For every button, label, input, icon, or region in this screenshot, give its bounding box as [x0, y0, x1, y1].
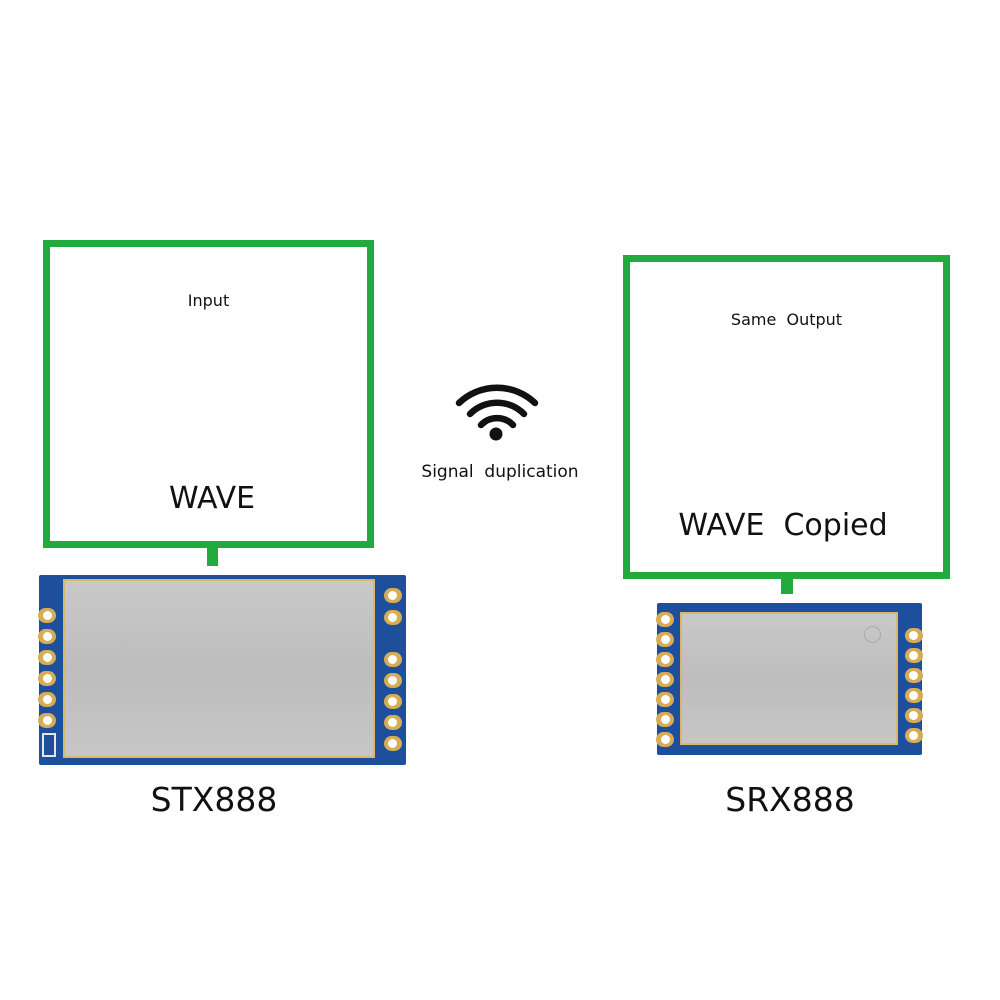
transmitter-box-title: Input [187, 291, 230, 310]
srx888-pin-pad [905, 628, 923, 643]
srx888-shield-marking-circle [864, 626, 881, 643]
stx888-antenna-component [42, 733, 56, 757]
srx888-pin-pad [656, 712, 674, 727]
stx888-pin-pad [38, 629, 56, 644]
srx888-pin-pad [905, 688, 923, 703]
stx888-rf-shield [63, 579, 375, 758]
srx888-pin-pad [905, 728, 923, 743]
transmitter-wave-label: WAVE [168, 481, 256, 516]
srx888-pin-pad [656, 632, 674, 647]
stx888-pin-pad [384, 673, 402, 688]
stx888-model-label: STX888 [150, 780, 278, 819]
srx888-pin-pad [905, 648, 923, 663]
stx888-pin-pad [38, 671, 56, 686]
srx888-pin-pad [656, 732, 674, 747]
receiver-callout-box [623, 255, 950, 579]
stx888-pin-pad [384, 610, 402, 625]
srx888-model-label: SRX888 [725, 780, 855, 819]
srx888-pin-pad [905, 668, 923, 683]
srx888-rf-shield [680, 612, 898, 745]
srx888-pin-pad [656, 672, 674, 687]
stx888-pin-pad [384, 588, 402, 603]
stx888-pin-pad [38, 608, 56, 623]
signal-duplication-label: Signal duplication [421, 462, 579, 482]
srx888-pin-pad [656, 692, 674, 707]
stx888-pin-pad [384, 694, 402, 709]
stx888-pin-pad [38, 692, 56, 707]
srx888-pin-pad [905, 708, 923, 723]
stx888-pin-pad [384, 652, 402, 667]
receiver-callout-connector [781, 577, 793, 594]
transmitter-callout-connector [207, 546, 218, 566]
stx888-pin-pad [38, 713, 56, 728]
stx888-pin-pad [384, 715, 402, 730]
stx888-pin-pad [384, 736, 402, 751]
receiver-wave-label: WAVE Copied [678, 508, 888, 543]
srx888-pin-pad [656, 612, 674, 627]
srx888-pin-pad [656, 652, 674, 667]
transmitter-callout-box [43, 240, 374, 548]
receiver-box-title: Same Output [730, 310, 843, 329]
stx888-pin-pad [38, 650, 56, 665]
